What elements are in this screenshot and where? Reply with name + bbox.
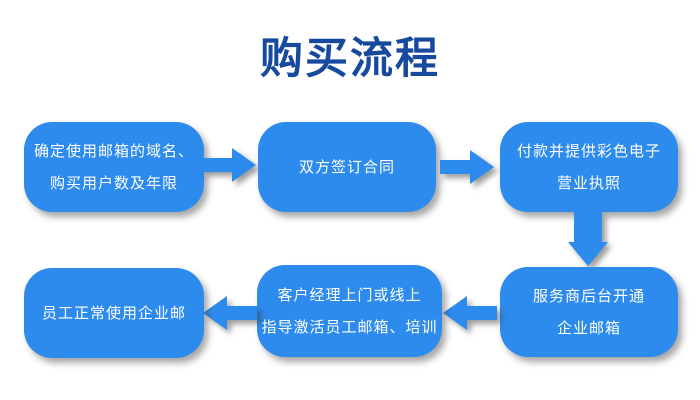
step-4-line-1: 服务商后台开通: [532, 287, 645, 305]
step-3-line-1: 付款并提供彩色电子: [516, 142, 661, 160]
right-arrow-icon: [202, 148, 256, 182]
down-arrow-icon: [568, 212, 608, 266]
left-arrow-icon: [203, 296, 257, 330]
step-2-line-1: 双方签订合同: [298, 158, 395, 176]
right-arrow-icon: [440, 150, 494, 184]
step-3-line-2: 营业执照: [556, 174, 621, 192]
step-6-line-1: 员工正常使用企业邮: [41, 304, 186, 322]
step-box-2: 双方签订合同: [258, 122, 436, 212]
step-box-3: 付款并提供彩色电子 营业执照: [500, 122, 678, 212]
page-title: 购买流程: [260, 34, 440, 84]
step-1-line-2: 购买用户数及年限: [49, 174, 178, 192]
step-5-line-2: 指导激活员工邮箱、培训: [261, 318, 438, 336]
step-5-line-1: 客户经理上门或线上: [277, 286, 422, 304]
step-box-1: 确定使用邮箱的域名、 购买用户数及年限: [24, 122, 204, 212]
step-1-line-1: 确定使用邮箱的域名、: [33, 142, 194, 160]
step-4-line-2: 企业邮箱: [556, 319, 621, 337]
step-box-5: 客户经理上门或线上 指导激活员工邮箱、培训: [257, 265, 442, 357]
step-box-6: 员工正常使用企业邮: [24, 268, 204, 358]
left-arrow-icon: [443, 296, 497, 330]
step-box-4: 服务商后台开通 企业邮箱: [500, 267, 678, 357]
